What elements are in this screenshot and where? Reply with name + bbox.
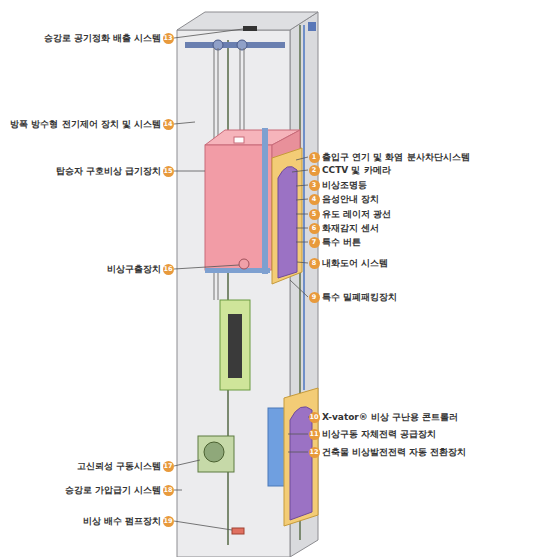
callout-number: 2 bbox=[309, 165, 320, 176]
car-front bbox=[205, 145, 272, 270]
landing-door bbox=[290, 407, 312, 520]
part-label: 특수 버튼 bbox=[322, 236, 361, 248]
callout-number: 7 bbox=[309, 237, 320, 248]
part-label: 출입구 연기 및 화염 분사차단시스템 bbox=[322, 151, 470, 163]
callout-number: 6 bbox=[309, 223, 320, 234]
part-label: CCTV 및 카메라 bbox=[322, 164, 391, 176]
rescue-device bbox=[239, 259, 249, 269]
leader-lines bbox=[174, 29, 316, 530]
car-frame bbox=[205, 268, 270, 273]
part-label: 음성안내 장치 bbox=[322, 193, 379, 205]
car-hatch bbox=[234, 137, 244, 143]
rope bbox=[244, 48, 245, 132]
shaft-top bbox=[177, 12, 318, 30]
part-label: 고신뢰성 구동시스템 bbox=[77, 460, 161, 472]
part-label: 비상구출장치 bbox=[107, 263, 161, 275]
callout-number: 11 bbox=[309, 429, 320, 440]
part-label: 방폭 방수형 전기제어 장치 및 시스템 bbox=[10, 118, 161, 130]
callout-number: 8 bbox=[309, 258, 320, 269]
counterweight-grid bbox=[228, 314, 242, 378]
callout-number: 15 bbox=[163, 166, 174, 177]
callout-number: 17 bbox=[163, 461, 174, 472]
fire-door bbox=[278, 166, 297, 278]
part-label: 승강로 가압급기 시스템 bbox=[65, 484, 161, 496]
top-beam bbox=[185, 42, 285, 48]
drive-machine bbox=[198, 436, 234, 472]
drain-pump bbox=[232, 528, 244, 534]
part-label: 화재감지 센서 bbox=[322, 222, 379, 234]
part-label: 건축물 비상발전전력 자동 전환장치 bbox=[322, 446, 466, 458]
shaft-front-wall bbox=[177, 30, 290, 557]
callout-number: 16 bbox=[163, 264, 174, 275]
door-frame bbox=[272, 148, 302, 284]
callout-number: 5 bbox=[309, 209, 320, 220]
callout-number: 1 bbox=[309, 152, 320, 163]
exhaust-vent bbox=[243, 26, 257, 31]
pipe bbox=[303, 25, 305, 390]
callout-number: 19 bbox=[163, 516, 174, 527]
part-label: 승강로 공기정화 배출 시스템 bbox=[44, 32, 161, 44]
callout-number: 14 bbox=[163, 119, 174, 130]
rope bbox=[240, 48, 241, 132]
callout-number: 12 bbox=[309, 447, 320, 458]
part-label: 유도 레이저 광선 bbox=[322, 208, 391, 220]
sensor-box bbox=[308, 22, 316, 31]
part-label: X-vator® 비상 구난용 콘트롤러 bbox=[322, 411, 458, 423]
part-label: 내화도어 시스템 bbox=[322, 257, 388, 269]
part-label: 탑승자 구호비상 급기장치 bbox=[56, 165, 161, 177]
part-label: 비상 배수 펌프장치 bbox=[83, 515, 161, 527]
part-label: 비상조명등 bbox=[322, 179, 367, 191]
sheave bbox=[237, 40, 247, 50]
part-label: 특수 밀폐패킹장치 bbox=[322, 291, 397, 303]
car-frame bbox=[262, 128, 268, 274]
part-label: 비상구동 자체전력 공급장치 bbox=[322, 428, 436, 440]
callout-number: 9 bbox=[309, 292, 320, 303]
callout-number: 3 bbox=[309, 180, 320, 191]
counterweight bbox=[220, 300, 250, 390]
callout-number: 18 bbox=[163, 485, 174, 496]
callout-number: 13 bbox=[163, 33, 174, 44]
drive-wheel bbox=[204, 442, 224, 462]
callout-number: 4 bbox=[309, 194, 320, 205]
callout-number: 10 bbox=[309, 412, 320, 423]
